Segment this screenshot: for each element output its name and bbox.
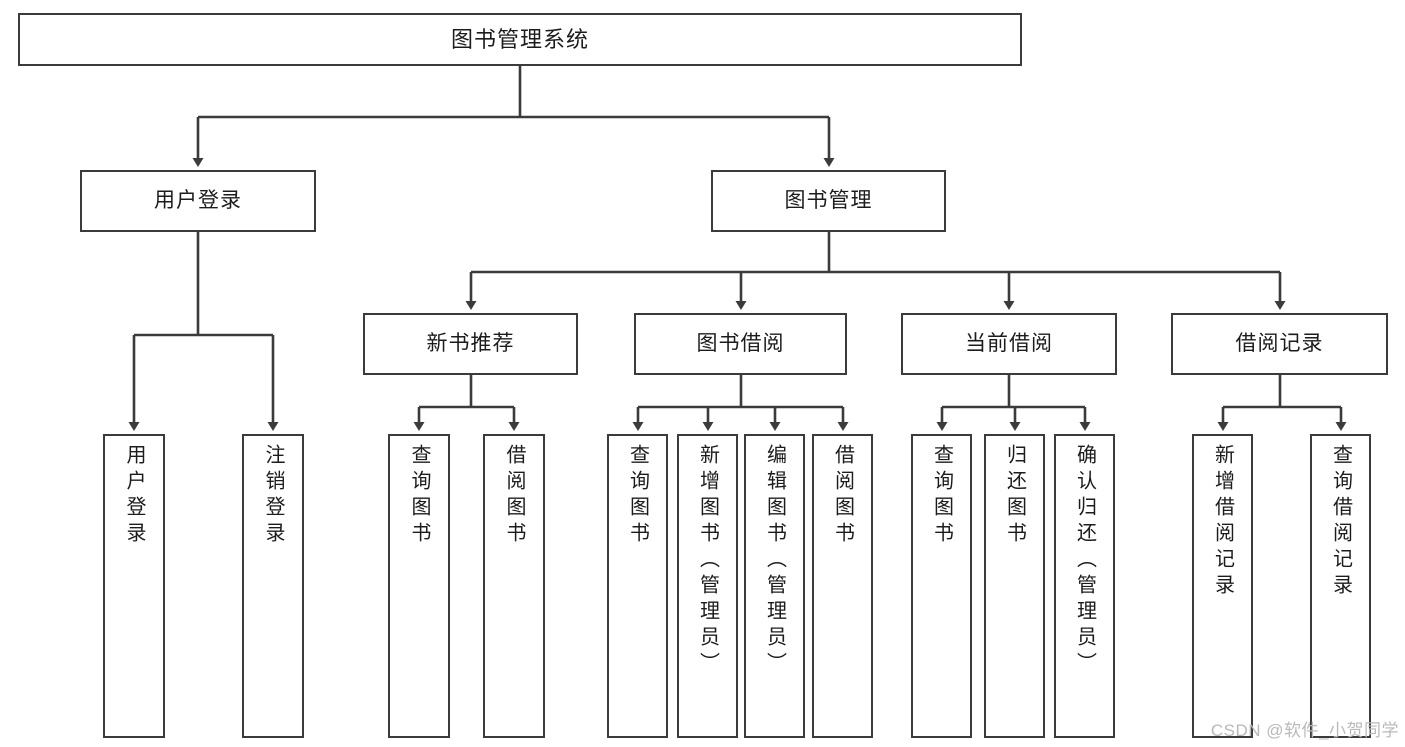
node-leaf-query-book-recommend[interactable]: 查询图书: [388, 434, 450, 738]
node-label: 借阅图书: [503, 444, 525, 548]
node-current-borrow[interactable]: 当前借阅: [901, 313, 1117, 375]
node-leaf-query-book-borrow[interactable]: 查询图书: [607, 434, 668, 738]
node-leaf-borrow-book-recommend[interactable]: 借阅图书: [483, 434, 545, 738]
node-label: 查询图书: [408, 444, 430, 548]
node-label: 编辑图书（管理员）: [763, 444, 786, 678]
node-label: 当前借阅: [965, 331, 1053, 355]
node-leaf-query-borrow-record[interactable]: 查询借阅记录: [1310, 434, 1371, 738]
node-leaf-borrow-book[interactable]: 借阅图书: [812, 434, 873, 738]
node-label: 图书管理系统: [450, 26, 589, 52]
node-borrow-record[interactable]: 借阅记录: [1171, 313, 1388, 375]
node-label: 查询借阅记录: [1329, 444, 1352, 600]
node-label: 新增借阅记录: [1211, 444, 1234, 600]
node-leaf-return-book[interactable]: 归还图书: [984, 434, 1045, 738]
node-leaf-logout[interactable]: 注销登录: [242, 434, 304, 738]
watermark: CSDN @软件_小贺同学: [1210, 721, 1399, 740]
node-leaf-add-borrow-record[interactable]: 新增借阅记录: [1192, 434, 1253, 738]
node-book-management[interactable]: 图书管理: [711, 170, 946, 232]
node-label: 归还图书: [1003, 444, 1026, 548]
node-label: 查询图书: [626, 444, 649, 548]
node-label: 借阅记录: [1235, 331, 1324, 355]
node-leaf-user-login[interactable]: 用户登录: [103, 434, 165, 738]
node-label: 用户登录: [154, 188, 242, 212]
node-book-borrow[interactable]: 图书借阅: [634, 313, 847, 375]
node-label: 注销登录: [262, 444, 284, 548]
node-leaf-query-book-current[interactable]: 查询图书: [911, 434, 972, 738]
node-label: 新增图书（管理员）: [696, 444, 719, 678]
node-leaf-confirm-return-admin[interactable]: 确认归还（管理员）: [1054, 434, 1115, 738]
node-new-book-recommend[interactable]: 新书推荐: [363, 313, 578, 375]
node-label: 确认归还（管理员）: [1073, 444, 1096, 678]
node-label: 图书借阅: [696, 331, 785, 355]
node-user-login[interactable]: 用户登录: [80, 170, 316, 232]
node-label: 查询图书: [930, 444, 953, 548]
node-leaf-add-book-admin[interactable]: 新增图书（管理员）: [677, 434, 738, 738]
node-label: 用户登录: [123, 444, 145, 548]
node-root-book-management-system[interactable]: 图书管理系统: [18, 13, 1022, 66]
node-label: 新书推荐: [426, 331, 515, 355]
node-label: 图书管理: [784, 188, 873, 212]
node-leaf-edit-book-admin[interactable]: 编辑图书（管理员）: [744, 434, 805, 738]
node-label: 借阅图书: [831, 444, 854, 548]
